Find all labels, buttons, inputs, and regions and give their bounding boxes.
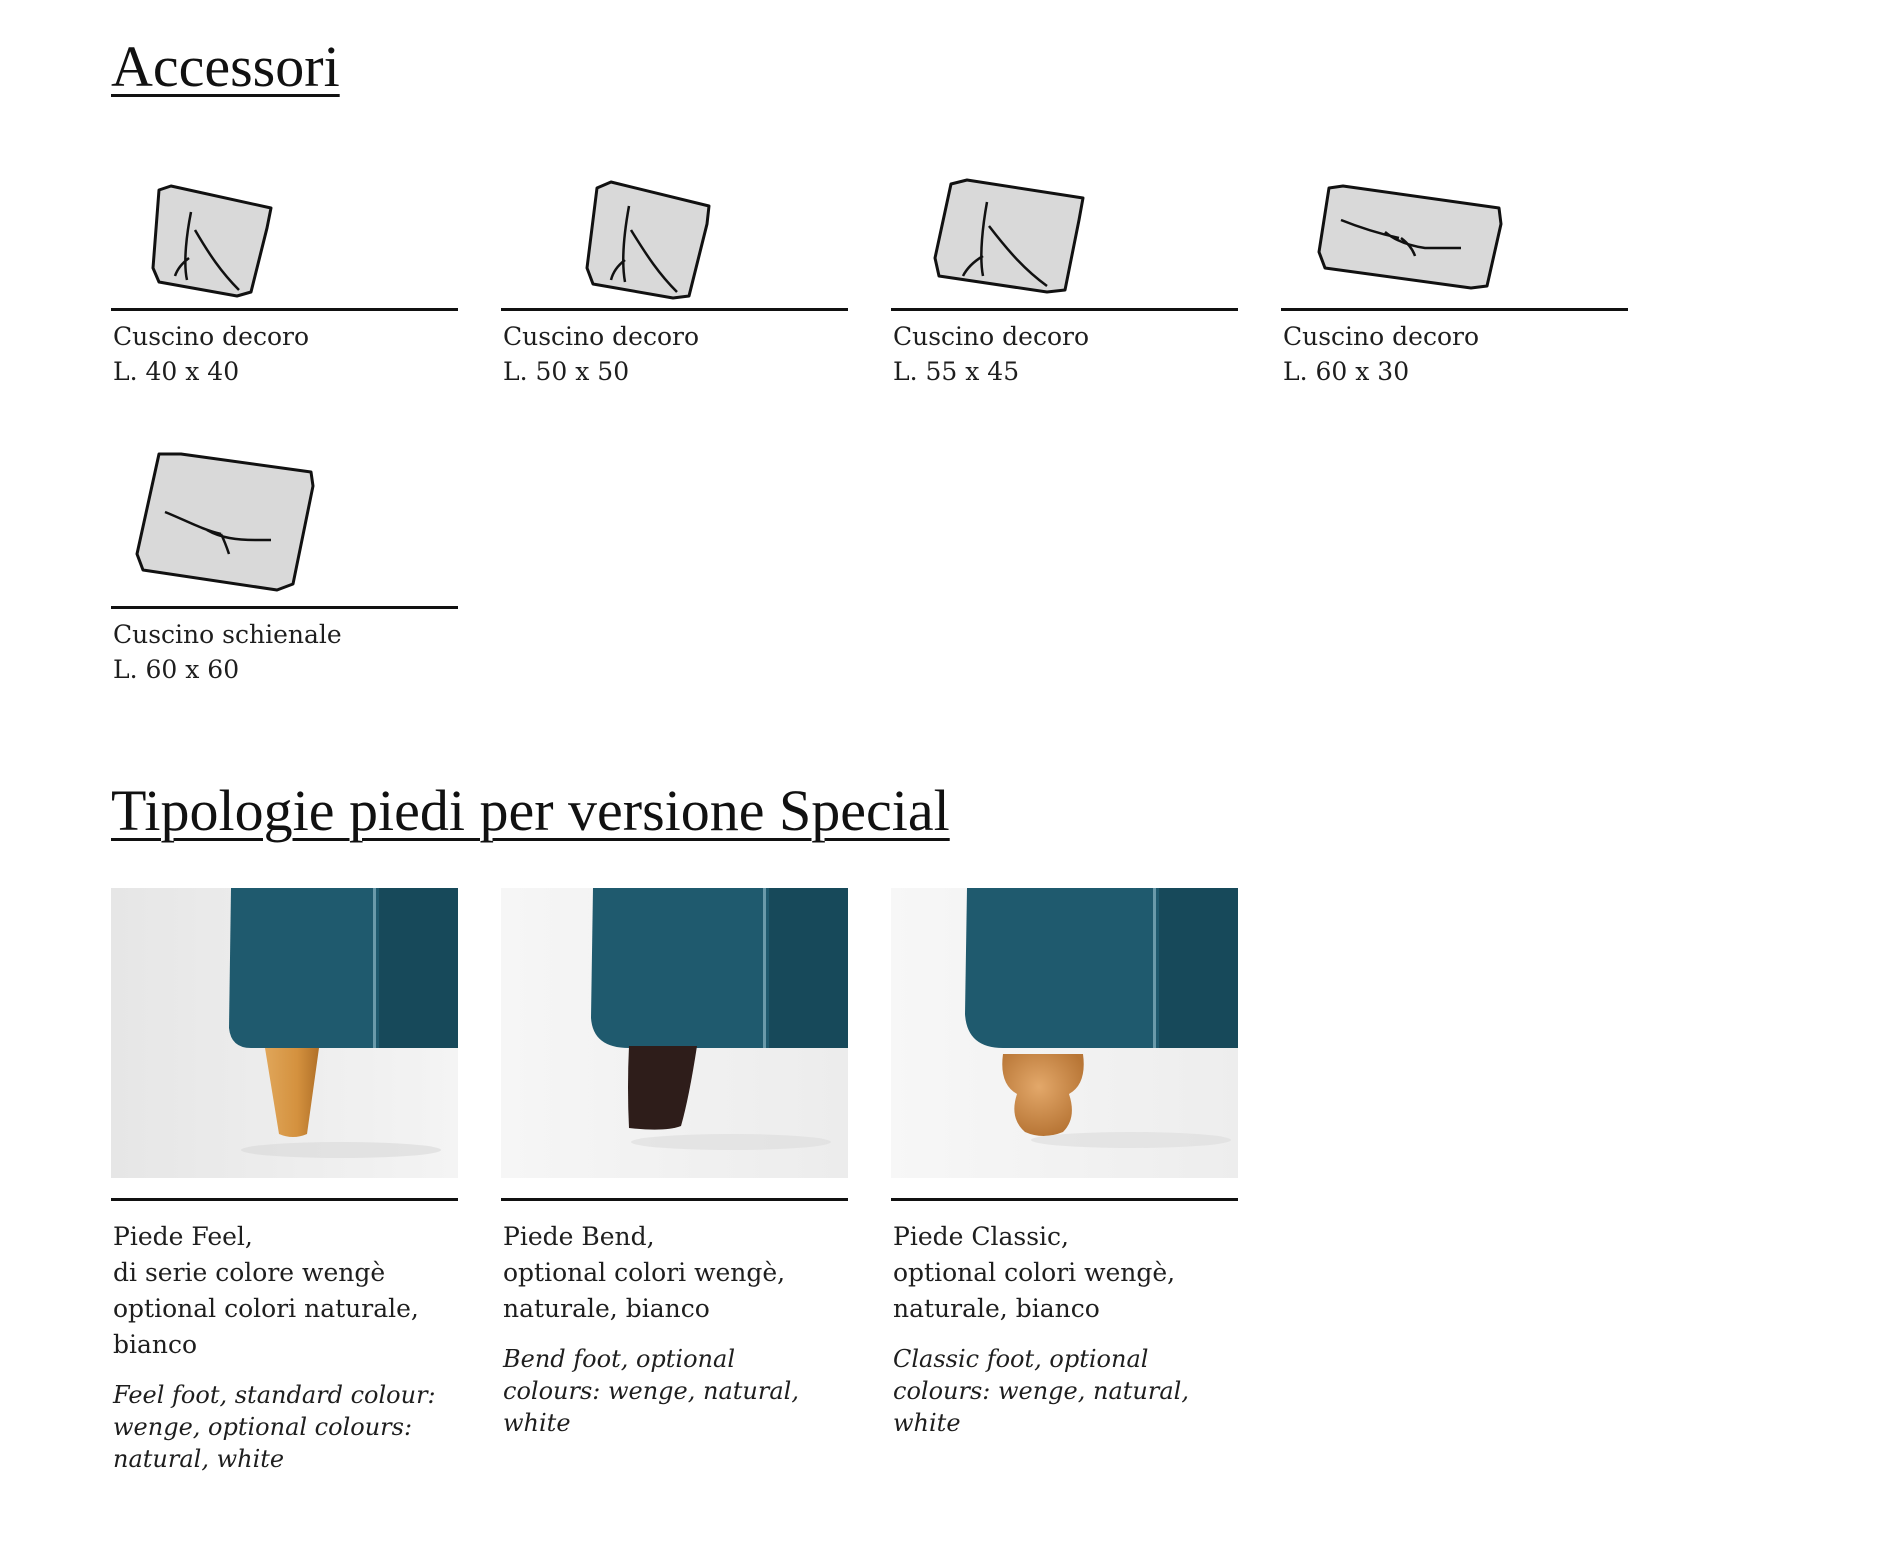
pillow-icon — [111, 450, 458, 606]
divider — [111, 308, 458, 311]
foot-text-line: optional colori wengè, — [893, 1258, 1176, 1287]
foot-item-feel: Piede Feel, di serie colore wengè option… — [111, 888, 458, 1475]
divider — [111, 1198, 458, 1201]
accessory-caption: Cuscino decoro L. 50 x 50 — [501, 319, 848, 389]
pillow-icon — [891, 172, 1238, 308]
accessory-caption: Cuscino decoro L. 40 x 40 — [111, 319, 458, 389]
foot-text-line: wenge, optional colours: — [113, 1413, 413, 1441]
foot-photo-feel — [111, 888, 458, 1178]
foot-description-it: Piede Feel, di serie colore wengè option… — [111, 1219, 458, 1363]
section-title-piedi: Tipologie piedi per versione Special — [111, 778, 950, 843]
foot-text-line: di serie colore wengè — [113, 1258, 386, 1287]
foot-text-line: Piede Bend, — [503, 1222, 655, 1251]
foot-photo-classic — [891, 888, 1238, 1178]
accessory-item: Cuscino decoro L. 50 x 50 — [501, 172, 848, 389]
pillow-icon — [111, 172, 458, 308]
accessory-item: Cuscino decoro L. 60 x 30 — [1281, 172, 1628, 389]
accessory-caption: Cuscino schienale L. 60 x 60 — [111, 617, 458, 687]
foot-text-line: Piede Feel, — [113, 1222, 253, 1251]
foot-text-line: colours: wenge, natural, — [503, 1377, 799, 1405]
foot-text-line: Classic foot, optional — [893, 1345, 1149, 1373]
foot-text-line: bianco — [113, 1330, 198, 1359]
foot-text-line: Bend foot, optional — [503, 1345, 735, 1373]
foot-text-line: Feel foot, standard colour: — [113, 1381, 436, 1409]
pillow-icon — [1281, 172, 1628, 308]
accessory-size: L. 55 x 45 — [893, 357, 1020, 386]
foot-text-line: white — [893, 1409, 961, 1437]
accessory-name: Cuscino decoro — [503, 322, 700, 351]
divider — [111, 606, 458, 609]
divider — [891, 308, 1238, 311]
accessory-name: Cuscino decoro — [893, 322, 1090, 351]
foot-description-en: Classic foot, optional colours: wenge, n… — [891, 1343, 1238, 1439]
accessory-item: Cuscino decoro L. 40 x 40 — [111, 172, 458, 389]
accessory-size: L. 60 x 30 — [1283, 357, 1410, 386]
foot-text-line: naturale, bianco — [893, 1294, 1100, 1323]
foot-description-en: Feel foot, standard colour: wenge, optio… — [111, 1379, 458, 1475]
foot-description-it: Piede Classic, optional colori wengè, na… — [891, 1219, 1238, 1327]
foot-description-en: Bend foot, optional colours: wenge, natu… — [501, 1343, 848, 1439]
foot-item-classic: Piede Classic, optional colori wengè, na… — [891, 888, 1238, 1439]
foot-text-line: optional colori wengè, — [503, 1258, 786, 1287]
foot-text-line: Piede Classic, — [893, 1222, 1069, 1251]
divider — [501, 308, 848, 311]
accessory-name: Cuscino decoro — [1283, 322, 1480, 351]
accessory-caption: Cuscino decoro L. 60 x 30 — [1281, 319, 1628, 389]
accessory-caption: Cuscino decoro L. 55 x 45 — [891, 319, 1238, 389]
foot-text-line: naturale, bianco — [503, 1294, 710, 1323]
divider — [501, 1198, 848, 1201]
foot-item-bend: Piede Bend, optional colori wengè, natur… — [501, 888, 848, 1439]
accessory-name: Cuscino schienale — [113, 620, 342, 649]
accessory-item: Cuscino schienale L. 60 x 60 — [111, 450, 458, 687]
section-title-accessori: Accessori — [111, 34, 340, 99]
divider — [891, 1198, 1238, 1201]
accessory-name: Cuscino decoro — [113, 322, 310, 351]
accessory-item: Cuscino decoro L. 55 x 45 — [891, 172, 1238, 389]
divider — [1281, 308, 1628, 311]
foot-text-line: natural, white — [113, 1445, 285, 1473]
foot-description-it: Piede Bend, optional colori wengè, natur… — [501, 1219, 848, 1327]
foot-text-line: colours: wenge, natural, — [893, 1377, 1189, 1405]
accessory-size: L. 60 x 60 — [113, 655, 240, 684]
foot-text-line: white — [503, 1409, 571, 1437]
foot-photo-bend — [501, 888, 848, 1178]
foot-text-line: optional colori naturale, — [113, 1294, 419, 1323]
accessory-size: L. 40 x 40 — [113, 357, 240, 386]
accessory-size: L. 50 x 50 — [503, 357, 630, 386]
pillow-icon — [501, 172, 848, 308]
